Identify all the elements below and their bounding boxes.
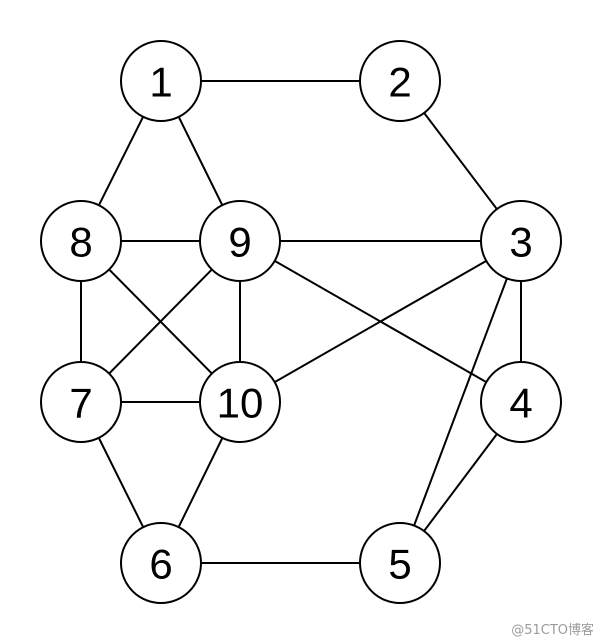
node-circle — [199, 200, 281, 282]
node-7: 7 — [40, 361, 122, 443]
node-4: 4 — [480, 361, 562, 443]
node-label: 2 — [388, 59, 411, 106]
node-5: 5 — [359, 522, 441, 604]
node-1: 1 — [120, 40, 202, 122]
node-circle — [120, 40, 202, 122]
node-label: 10 — [217, 380, 264, 427]
node-8: 8 — [40, 200, 122, 282]
node-circle — [359, 40, 441, 122]
node-circle — [359, 522, 441, 604]
node-label: 1 — [149, 59, 172, 106]
edge-3-10 — [239, 240, 522, 403]
node-label: 8 — [69, 219, 92, 266]
edge-3-5 — [399, 240, 522, 564]
node-circle — [199, 361, 281, 443]
node-circle — [120, 522, 202, 604]
node-10: 10 — [199, 361, 281, 443]
nodes-layer: 1 2 3 4 5 6 7 8 9 10 — [40, 40, 562, 604]
node-circle — [40, 361, 122, 443]
node-label: 5 — [388, 541, 411, 588]
node-circle — [480, 200, 562, 282]
node-label: 4 — [509, 380, 532, 427]
watermark-text: @51CTO博客 — [511, 623, 594, 638]
node-label: 3 — [509, 219, 532, 266]
node-circle — [40, 200, 122, 282]
node-label: 6 — [149, 541, 172, 588]
node-label: 9 — [228, 219, 251, 266]
edges-layer — [80, 80, 522, 564]
node-circle — [480, 361, 562, 443]
node-9: 9 — [199, 200, 281, 282]
node-2: 2 — [359, 40, 441, 122]
node-3: 3 — [480, 200, 562, 282]
node-6: 6 — [120, 522, 202, 604]
node-label: 7 — [69, 380, 92, 427]
